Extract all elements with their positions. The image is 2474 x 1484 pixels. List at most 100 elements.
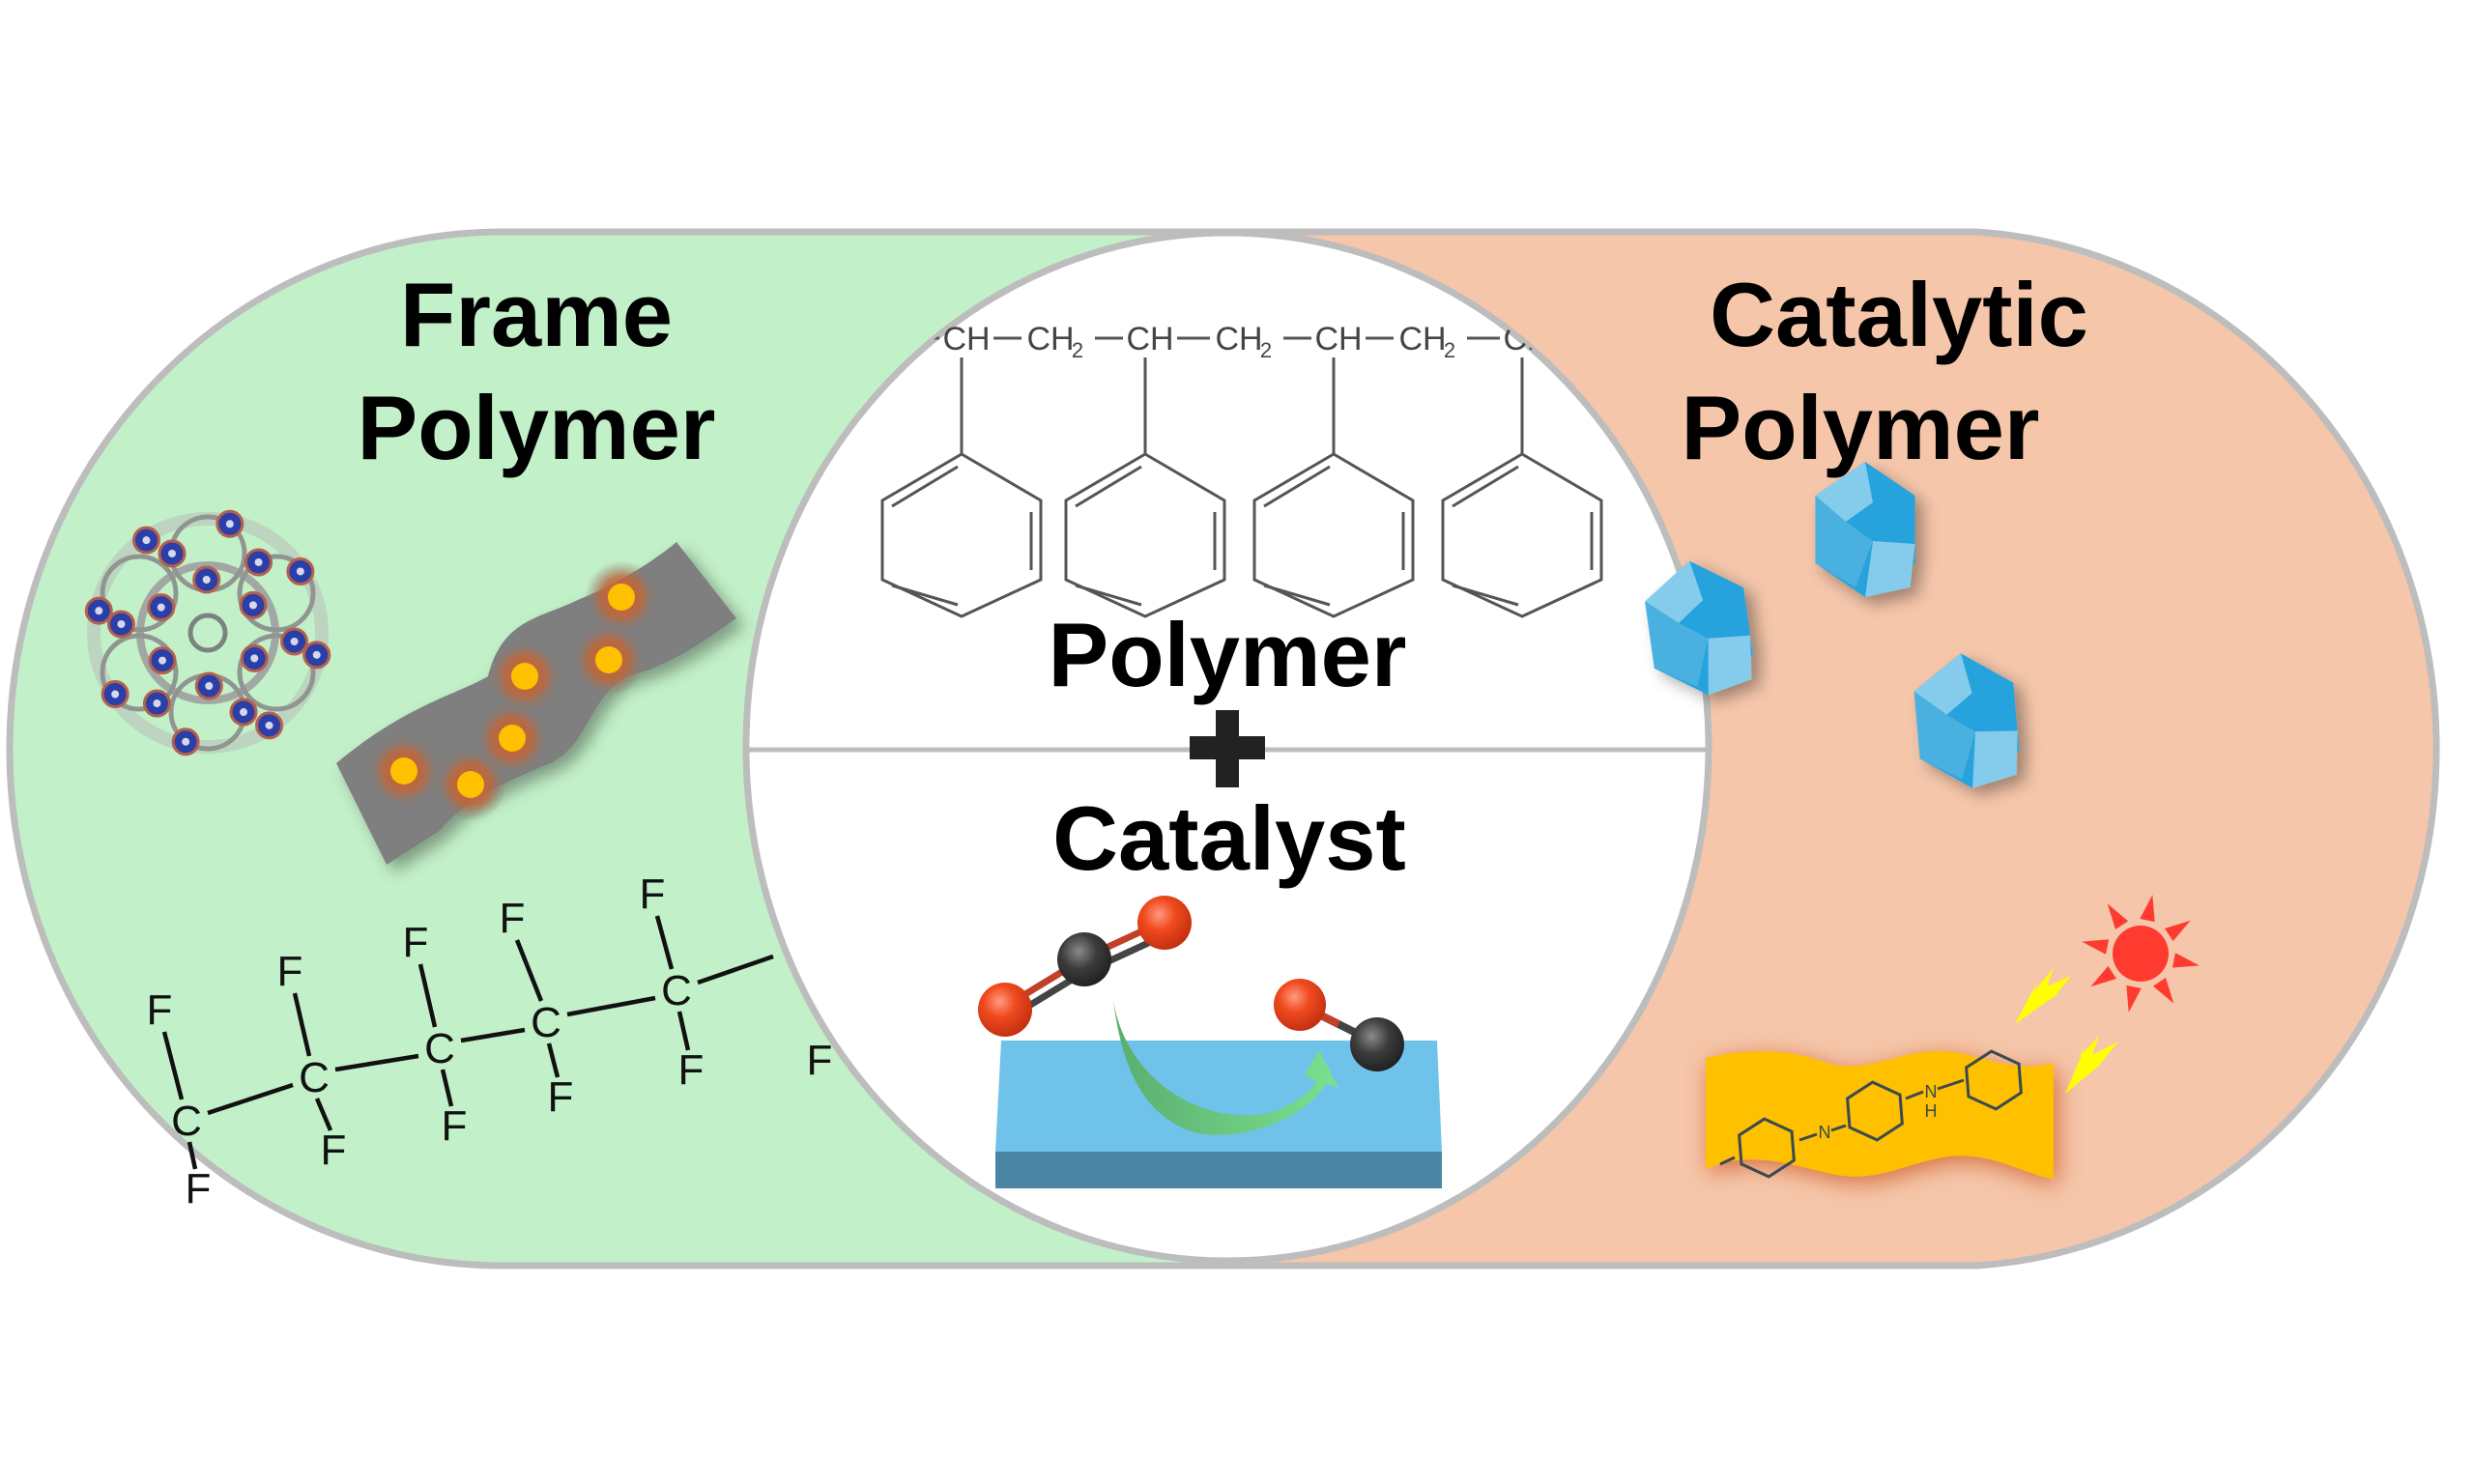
bond <box>1905 1090 1924 1100</box>
ch2-group-label: CH <box>1398 321 1446 357</box>
mof-node <box>240 643 269 672</box>
ch2-group-label: CH <box>1026 321 1074 357</box>
bond <box>697 954 774 985</box>
mof-node <box>192 565 221 594</box>
mof-node <box>101 680 129 709</box>
bond <box>334 1053 419 1072</box>
sun-ray <box>2090 965 2117 987</box>
crystal-icon <box>1645 560 1753 696</box>
fluorine-atom-label: F <box>640 870 666 918</box>
polymer-plus-catalyst-panel: CHCHCHCHCH2CH2CH2CH2 Polymer Catalyst <box>742 229 1712 1265</box>
bond <box>187 1141 198 1170</box>
benzene-ring <box>1441 452 1603 618</box>
ch-group-label: CH <box>1126 321 1173 357</box>
bond <box>546 1042 561 1078</box>
benzene-ring <box>880 452 1043 618</box>
crystal-face <box>1913 653 1972 715</box>
aniline-ring <box>1846 1080 1904 1142</box>
bond <box>514 939 544 1002</box>
polymer-label: Polymer <box>1049 604 1407 705</box>
mof-node <box>216 509 245 538</box>
particle <box>390 757 417 785</box>
catalyst-label: Catalyst <box>1052 787 1406 889</box>
fluorine-atom-label: F <box>321 1127 347 1174</box>
crystal-face <box>1708 635 1752 696</box>
double-bond <box>1263 584 1331 607</box>
ch2-subscript: 2 <box>1444 338 1455 362</box>
frame-polymer-title-line2: Polymer <box>358 377 716 478</box>
crystal-face <box>1815 496 1873 587</box>
benzene-ring <box>1252 452 1415 618</box>
mof-node <box>148 646 177 675</box>
double-bond <box>1075 584 1142 607</box>
reaction-arrow-icon <box>1113 1000 1338 1135</box>
crystal-face <box>1645 601 1709 687</box>
fluorine-atom-label: F <box>403 919 429 966</box>
mof-node <box>255 711 284 740</box>
co-molecule-icon <box>1274 979 1404 1071</box>
mof-node <box>158 539 187 568</box>
catalytic-polymer-title-line1: Catalytic <box>1710 264 2088 365</box>
fluorine-atom-label: F <box>807 1037 833 1084</box>
hydrogen-label: H <box>1925 1101 1938 1121</box>
bond <box>676 1011 691 1051</box>
bond <box>1798 1132 1818 1142</box>
mof-node <box>229 698 258 727</box>
bond <box>1830 1124 1847 1132</box>
polyaniline-structure: NNH <box>1719 1049 2023 1179</box>
sun-ray <box>2164 920 2191 942</box>
bond <box>654 915 675 970</box>
particle <box>457 771 484 798</box>
carbon-atom-label: C <box>531 999 561 1046</box>
crystal-icon <box>1913 653 2020 788</box>
bond <box>417 963 438 1028</box>
sun-disc <box>2113 926 2169 982</box>
mof-node <box>280 627 309 656</box>
frame-polymer-title-line1: Frame <box>400 264 673 365</box>
double-bond <box>1452 584 1519 607</box>
fluorine-atom-label: F <box>186 1165 212 1213</box>
particle <box>608 584 635 611</box>
particle <box>499 725 526 752</box>
mof-node <box>106 610 135 639</box>
bond <box>566 995 656 1017</box>
bond <box>292 992 312 1057</box>
mof-node <box>142 689 171 718</box>
bond <box>314 1098 333 1131</box>
benzene-ring <box>1064 452 1226 618</box>
mof-node <box>245 548 273 577</box>
crystal-face <box>1815 462 1873 522</box>
mof-node <box>84 596 113 625</box>
nitrogen-label: N <box>1819 1123 1831 1142</box>
ch2-subscript: 2 <box>1072 338 1083 362</box>
ch-group-label: CH <box>942 321 990 357</box>
double-bond <box>1452 465 1519 508</box>
aniline-ring <box>1738 1117 1796 1179</box>
mof-node <box>171 728 200 756</box>
mof-node <box>194 671 223 700</box>
aniline-ring <box>1965 1049 2023 1111</box>
polyaniline-film-icon <box>1706 1050 2054 1179</box>
mof-framework-icon <box>84 509 331 756</box>
fluorine-atom-label: F <box>442 1102 468 1150</box>
fluorine-atom-label: F <box>678 1046 705 1094</box>
ch2-group-label: CH <box>1215 321 1262 357</box>
sun-ray <box>2140 895 2155 923</box>
co2-molecule-icon <box>978 896 1192 1037</box>
mof-node <box>239 590 268 619</box>
carbon-atom-label: C <box>299 1054 330 1101</box>
lightning-bolt-icon <box>2015 968 2118 1094</box>
double-bond <box>1263 465 1331 508</box>
fluorine-atom-label: F <box>147 986 173 1034</box>
fluorine-atom-label: F <box>277 948 303 995</box>
double-bond <box>891 584 959 607</box>
bond <box>161 1031 185 1100</box>
particle <box>511 663 538 690</box>
catalytic-polymer-panel: Catalytic Polymer NNH <box>1645 264 2200 1179</box>
crystal-face <box>1913 691 1976 780</box>
ch-group-label: CH <box>1314 321 1362 357</box>
capsule-outline <box>6 228 2440 1270</box>
carbon-atom-label: C <box>661 967 692 1014</box>
mof-node <box>147 593 176 622</box>
sun-ray <box>2172 953 2200 968</box>
